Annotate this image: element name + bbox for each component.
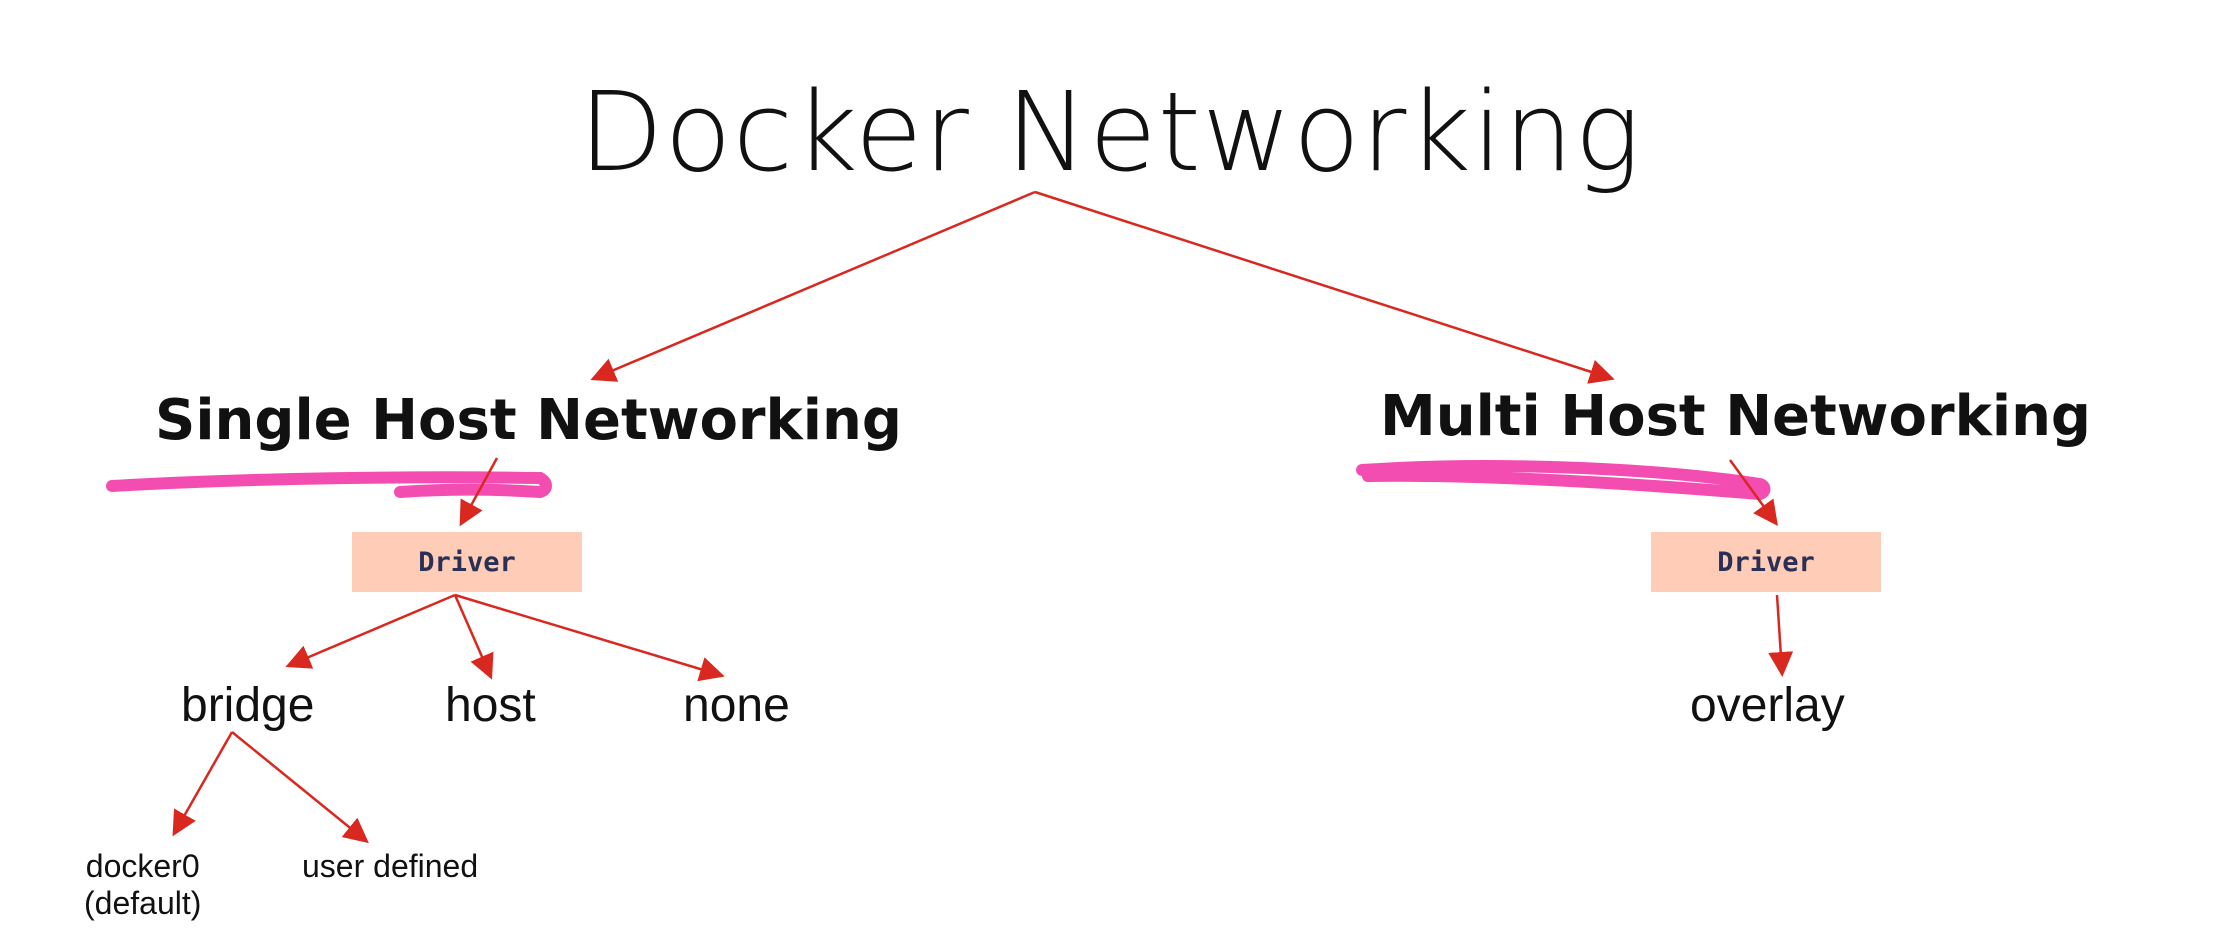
- multi-host-driver-box: Driver: [1651, 532, 1881, 592]
- bridge-docker0: docker0 (default): [84, 848, 201, 922]
- single-host-driver-box: Driver: [352, 532, 582, 592]
- arrow-driver-to-bridge: [285, 593, 456, 669]
- driver-none: none: [683, 679, 790, 732]
- arrow-driver-to-host: [453, 594, 494, 680]
- highlight-stroke-multi: [1356, 460, 1771, 501]
- arrow-driver-to-overlay: [1768, 594, 1794, 677]
- docker0-default-label: (default): [84, 884, 202, 921]
- arrow-title-to-single: [590, 190, 1036, 382]
- diagram-title: Docker Networking: [578, 68, 1642, 196]
- single-host-title: Single Host Networking: [155, 388, 902, 453]
- arrow-title-to-multi: [1034, 190, 1615, 384]
- multi-host-title: Multi Host Networking: [1380, 384, 2092, 449]
- arrow-multi-to-driver: [1728, 459, 1778, 527]
- arrow-driver-to-none: [454, 593, 725, 682]
- bridge-user-defined: user defined: [302, 848, 479, 884]
- docker0-label: docker0: [85, 848, 200, 884]
- driver-host: host: [445, 679, 536, 732]
- arrow-bridge-to-docker0: [172, 731, 234, 837]
- highlight-stroke-single: [106, 471, 552, 499]
- arrow-bridge-to-user-defined: [231, 731, 369, 844]
- driver-label: Driver: [1717, 546, 1815, 578]
- driver-overlay: overlay: [1690, 679, 1845, 732]
- driver-bridge: bridge: [181, 679, 315, 732]
- arrow-single-to-driver: [459, 457, 499, 527]
- driver-label: Driver: [418, 546, 516, 578]
